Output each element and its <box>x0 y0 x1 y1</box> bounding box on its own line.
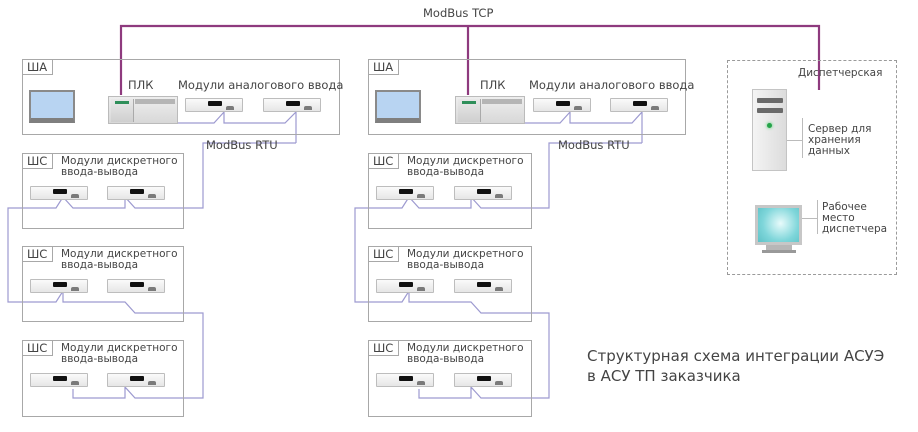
shs-tag: ШС <box>22 246 54 262</box>
discrete-io-module-icon <box>454 373 512 387</box>
discrete-io-module-icon <box>454 186 512 200</box>
plc-label: ПЛК <box>128 78 154 92</box>
sha-cabinet-left: ША <box>22 59 340 135</box>
discrete-io-module-icon <box>30 186 88 200</box>
analog-input-module-icon <box>610 98 668 112</box>
discrete-io-module-icon <box>454 279 512 293</box>
dispatch-room-area <box>727 60 897 275</box>
modbus-tcp-label: ModBus TCP <box>423 6 494 20</box>
shs-tag: ШС <box>22 153 54 169</box>
shs-tag: ШС <box>368 246 400 262</box>
sha-tag: ША <box>22 59 54 75</box>
discrete-io-module-icon <box>376 186 434 200</box>
discrete-io-module-icon <box>30 373 88 387</box>
analog-modules-label: Модули аналогового ввода <box>529 78 695 92</box>
caption-line-1: Структурная схема интеграции АСУЭ <box>587 347 885 365</box>
analog-input-module-icon <box>263 98 321 112</box>
sha-tag: ША <box>368 59 400 75</box>
sha-cabinet-right: ША <box>368 59 686 135</box>
discrete-io-module-icon <box>376 279 434 293</box>
modbus-tcp-bus <box>119 24 821 95</box>
modbus-rtu-label-left: ModBus RTU <box>206 138 278 152</box>
discrete-io-module-icon <box>107 186 165 200</box>
operator-panel-icon <box>29 90 75 123</box>
plc-icon <box>108 96 178 124</box>
modbus-rtu-label-right: ModBus RTU <box>558 138 630 152</box>
shs-tag: ШС <box>368 340 400 356</box>
discrete-io-module-icon <box>107 373 165 387</box>
diagram-caption: Структурная схема интеграции АСУЭ в АСУ … <box>587 346 884 386</box>
analog-modules-label: Модули аналогового ввода <box>178 78 344 92</box>
workstation-label-leader <box>802 218 817 219</box>
server-icon <box>752 89 787 171</box>
analog-input-module-icon <box>533 98 591 112</box>
server-label-bracket <box>802 118 803 158</box>
monitor-stand <box>766 245 792 250</box>
discrete-io-module-icon <box>376 373 434 387</box>
tcp-trunk-line <box>119 24 821 95</box>
caption-line-2: в АСУ ТП заказчика <box>587 367 741 385</box>
plc-label: ПЛК <box>480 78 506 92</box>
server-label-leader <box>787 140 802 141</box>
dispatch-room-title: Диспетчерская <box>798 67 883 79</box>
workstation-monitor-icon <box>755 205 802 245</box>
rtu-left-to-shs1 <box>7 142 296 399</box>
shs-tag: ШС <box>368 153 400 169</box>
workstation-label-bracket <box>817 200 818 234</box>
discrete-io-module-icon <box>30 279 88 293</box>
monitor-stand-base <box>762 250 796 253</box>
operator-panel-icon <box>375 90 421 123</box>
plc-icon <box>455 96 525 124</box>
rtu-right-to-shs1 <box>354 142 642 399</box>
discrete-io-module-icon <box>107 279 165 293</box>
shs-tag: ШС <box>22 340 54 356</box>
analog-input-module-icon <box>185 98 243 112</box>
